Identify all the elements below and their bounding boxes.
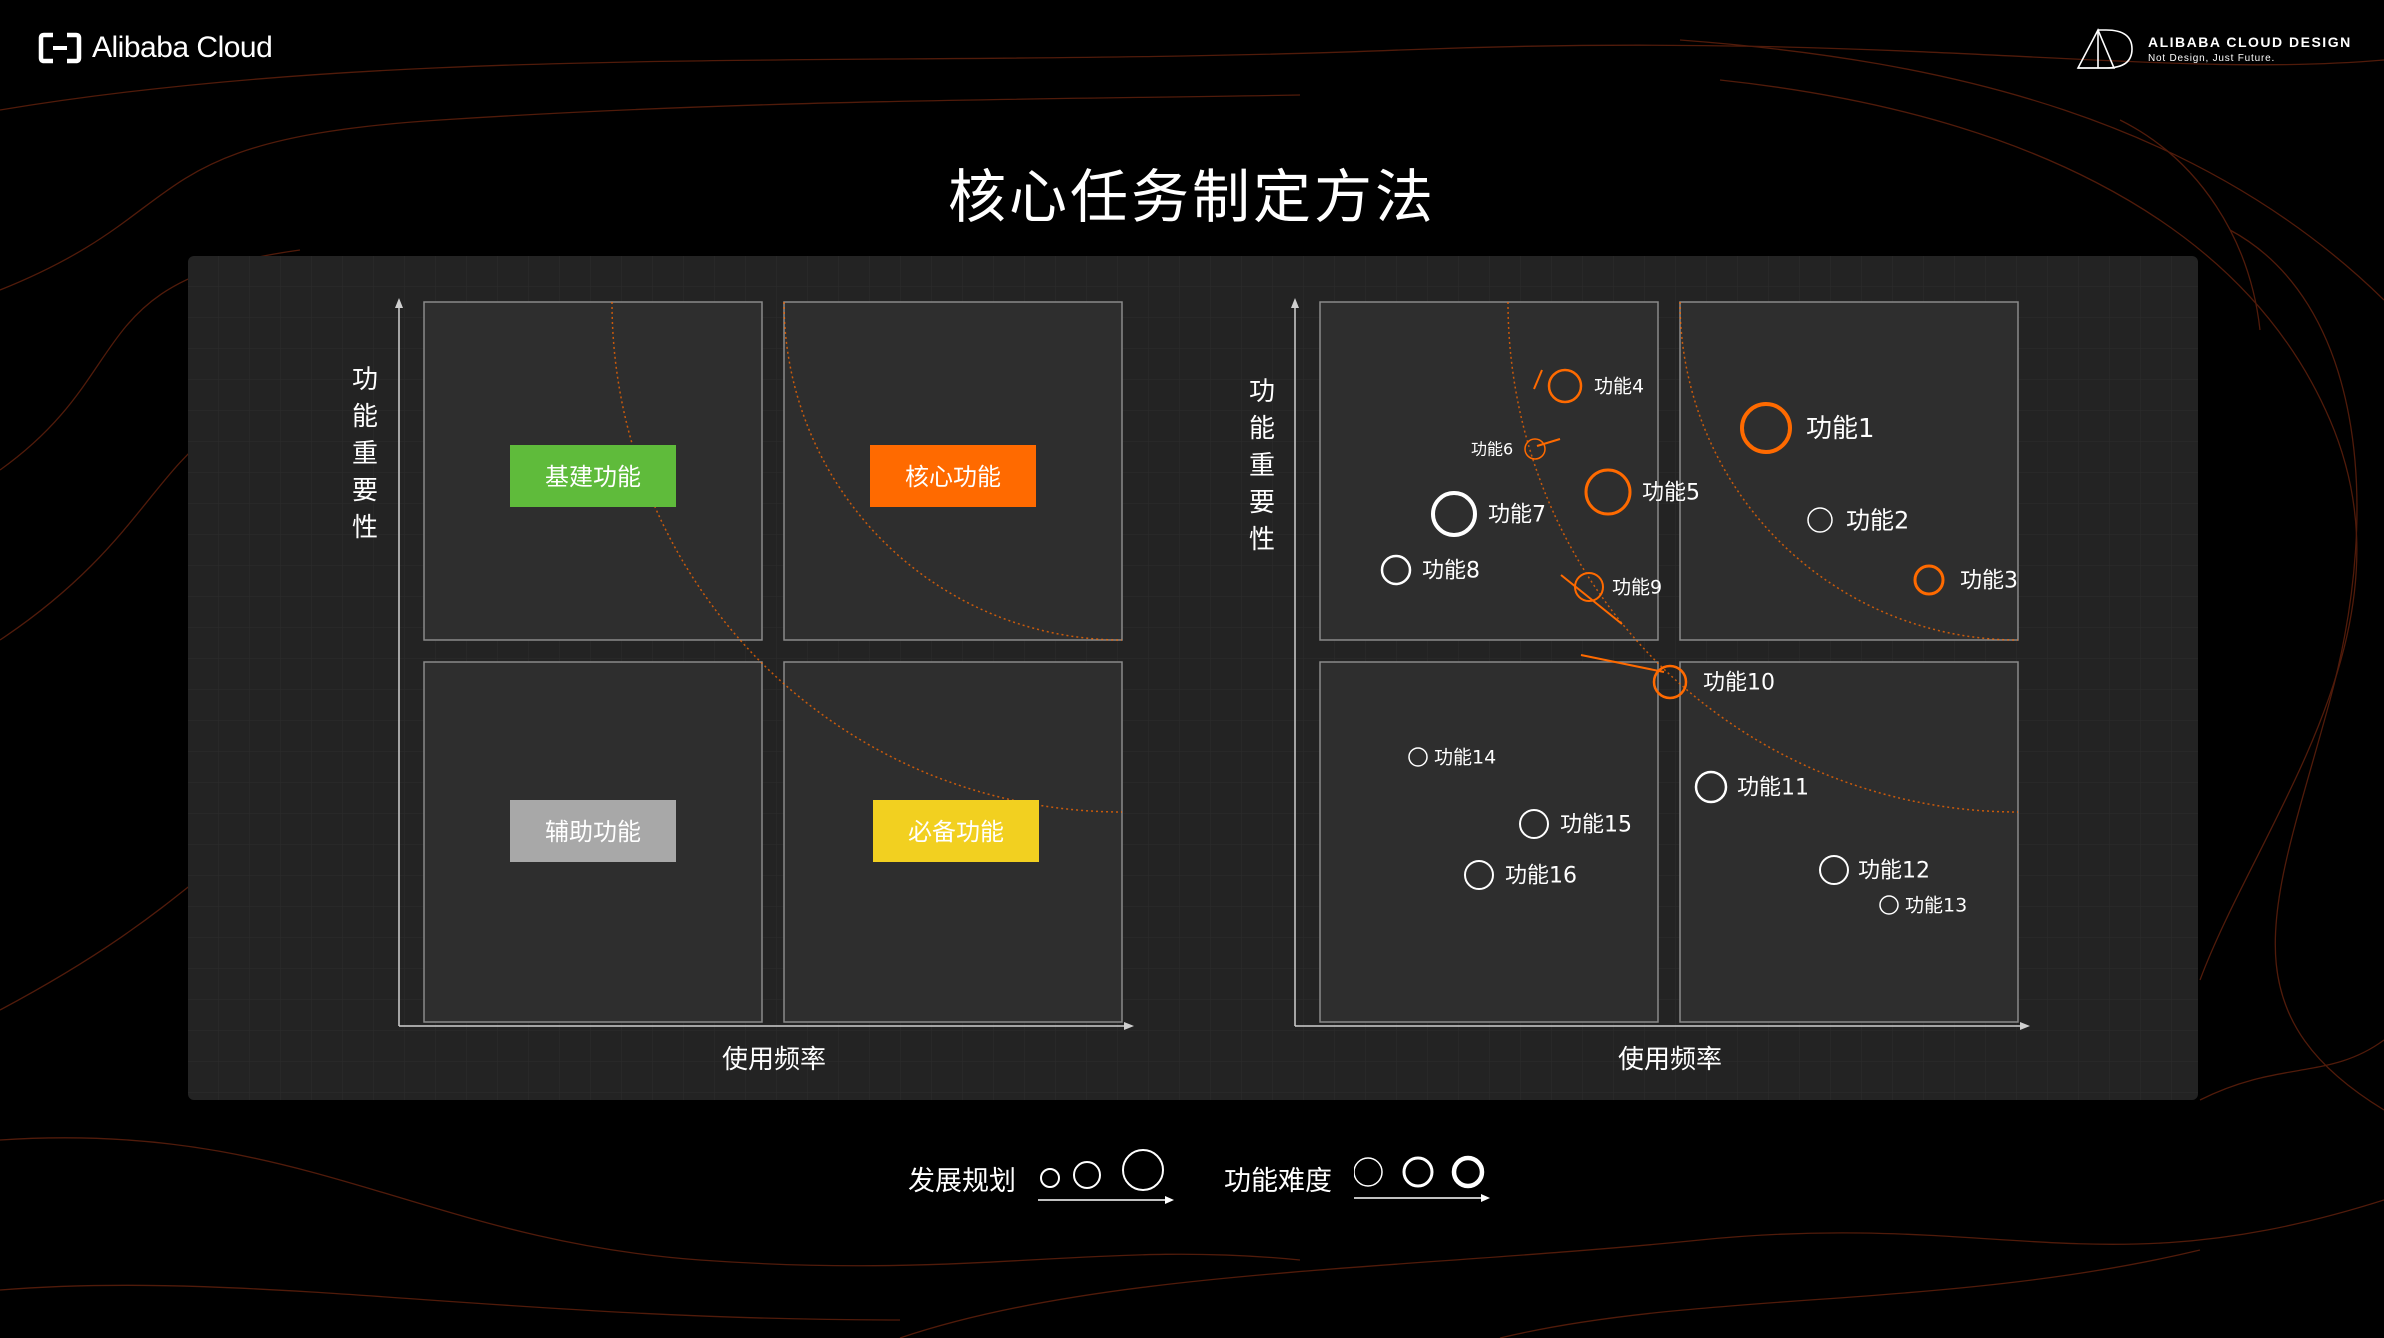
page-title: 核心任务制定方法 [947, 163, 1436, 231]
feature-5-bubble [1584, 468, 1632, 516]
diagram-panel: 基建功能 核心功能辅助功能 必备功能 功能重要性 使用频率 [188, 256, 2198, 1100]
quadrant-top-right [1679, 301, 2019, 641]
priority-curve-outer [611, 302, 1123, 813]
feature-8-point: 功能8 [1380, 554, 1480, 586]
feature-12-point: 功能12 [1819, 855, 1930, 885]
feature-11-label: 功能11 [1737, 776, 1809, 801]
feature-2-label: 功能2 [1846, 506, 1909, 534]
feature-14-point: 功能14 [1408, 747, 1496, 769]
feature-3-bubble [1913, 564, 1945, 596]
legend-size-scale-icon [1038, 1149, 1174, 1204]
feature-11-point: 功能11 [1694, 770, 1809, 804]
legend-feature-difficulty: 功能难度 [1224, 1148, 1494, 1208]
feature-2-bubble [1807, 507, 1833, 533]
feature-10-label: 功能10 [1703, 671, 1775, 696]
feature-7-bubble [1431, 491, 1477, 537]
left-x-axis-label: 使用频率 [722, 1045, 826, 1075]
x-axis-arrow-icon [2020, 1022, 2030, 1030]
label-essential-text: 必备功能 [908, 818, 1004, 846]
alibaba-cloud-icon [38, 32, 82, 64]
legend-development-plan: 发展规划 [908, 1148, 1178, 1208]
legend-plan-label: 发展规划 [908, 1165, 1016, 1197]
right-quadrant-chart: 功能1 功能2 功能3 功能4 功能5 功能6 功能7 功能8 功能9 功能10 功能11 功能12 功… [1249, 298, 2030, 1075]
feature-1-point: 功能1 [1740, 402, 1875, 454]
feature-6-point: 功能6 [1471, 438, 1546, 460]
label-essential-box: 必备功能 [873, 800, 1039, 862]
label-core-text: 核心功能 [905, 463, 1001, 491]
quadrant-bottom-left [1319, 661, 1659, 1023]
feature-15-bubble [1519, 809, 1549, 839]
label-auxiliary-text: 辅助功能 [545, 818, 641, 846]
feature-6-label: 功能6 [1471, 440, 1513, 459]
label-infrastructure-box: 基建功能 [510, 445, 676, 507]
quadrant-bottom-right [1679, 661, 2019, 1023]
feature-9-bubble [1574, 572, 1604, 602]
feature-15-point: 功能15 [1519, 809, 1632, 839]
label-auxiliary-box: 辅助功能 [510, 800, 676, 862]
feature-1-label: 功能1 [1806, 414, 1875, 444]
feature-connectors [1533, 369, 1665, 673]
feature-7-label: 功能7 [1488, 503, 1546, 528]
feature-4-label: 功能4 [1594, 376, 1644, 398]
feature-11-bubble [1694, 770, 1728, 804]
feature-10-bubble [1652, 664, 1688, 700]
feature-14-bubble [1408, 747, 1428, 767]
feature-16-label: 功能16 [1505, 864, 1577, 889]
feature-10-point: 功能10 [1652, 664, 1775, 700]
feature-5-label: 功能5 [1642, 481, 1700, 506]
legend-stroke-scale-icon [1354, 1155, 1490, 1202]
alibaba-cloud-design-logo: ALIBABA CLOUD DESIGN Not Design, Just Fu… [2076, 26, 2352, 72]
feature-2-point: 功能2 [1807, 506, 1909, 534]
feature-14-label: 功能14 [1434, 747, 1496, 769]
y-axis-arrow-icon [395, 298, 403, 308]
feature-9-label: 功能9 [1612, 577, 1662, 599]
feature-3-point: 功能3 [1913, 564, 2018, 596]
feature-1-bubble [1740, 402, 1792, 454]
feature-6-bubble [1524, 438, 1546, 460]
feature-7-point: 功能7 [1431, 491, 1546, 537]
design-logo-icon [2076, 28, 2133, 69]
right-x-axis-label: 使用频率 [1618, 1045, 1722, 1075]
feature-5-point: 功能5 [1584, 468, 1700, 516]
feature-13-point: 功能13 [1879, 895, 1967, 917]
design-brand-title: ALIBABA CLOUD DESIGN [2148, 34, 2352, 50]
alibaba-cloud-logo[interactable]: Alibaba Cloud [38, 28, 273, 68]
priority-curve-inner [1679, 302, 2019, 641]
feature-4-bubble [1547, 368, 1583, 404]
feature-8-label: 功能8 [1422, 559, 1480, 584]
label-infrastructure-text: 基建功能 [545, 463, 641, 491]
feature-3-label: 功能3 [1960, 569, 2018, 594]
legend-difficulty-label: 功能难度 [1224, 1165, 1332, 1197]
feature-12-bubble [1819, 855, 1849, 885]
y-axis-arrow-icon [1291, 298, 1299, 308]
feature-16-bubble [1464, 860, 1494, 890]
right-y-axis-label: 功能重要性 [1249, 377, 1275, 555]
brand-name: Alibaba Cloud [92, 31, 273, 64]
x-axis-arrow-icon [1124, 1022, 1134, 1030]
feature-8-bubble [1380, 554, 1412, 586]
feature-13-bubble [1879, 895, 1899, 915]
feature-12-label: 功能12 [1858, 859, 1930, 884]
feature-4-point: 功能4 [1547, 368, 1644, 404]
feature-16-point: 功能16 [1464, 860, 1577, 890]
label-core-box: 核心功能 [870, 445, 1036, 507]
priority-curve-outer [1507, 302, 2019, 813]
feature-13-label: 功能13 [1905, 895, 1967, 917]
feature-9-point: 功能9 [1574, 572, 1662, 602]
design-brand-tagline: Not Design, Just Future. [2148, 53, 2276, 64]
priority-curve-inner [783, 302, 1123, 641]
feature-15-label: 功能15 [1560, 813, 1632, 838]
left-y-axis-label: 功能重要性 [352, 365, 378, 543]
